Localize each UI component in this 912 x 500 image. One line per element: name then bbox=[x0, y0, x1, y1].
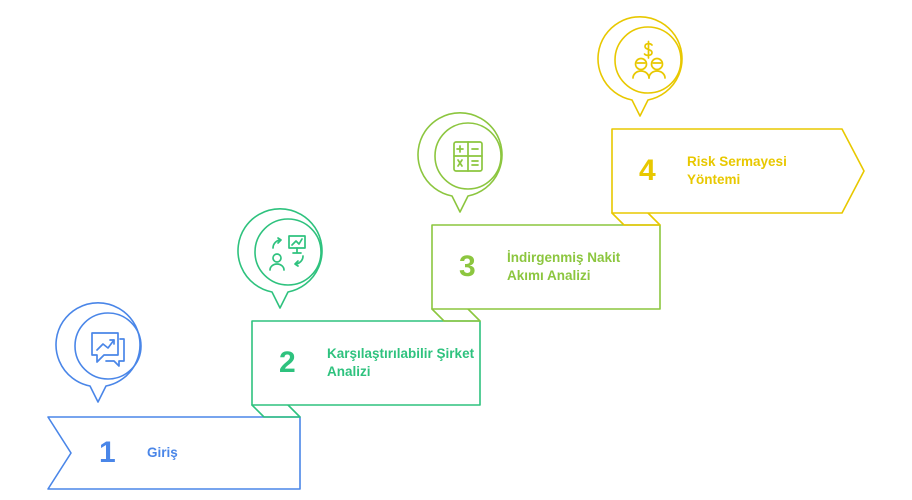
step-3-number: 3 bbox=[459, 250, 476, 283]
step-2-pin bbox=[237, 207, 323, 309]
step-4-label: Risk Sermayesi Yöntemi bbox=[687, 154, 787, 187]
step-3-box bbox=[431, 224, 661, 310]
step-4-fold bbox=[611, 212, 661, 226]
step-2-pin-ring bbox=[254, 218, 322, 286]
step-1-label: Giriş bbox=[147, 445, 178, 460]
step-4-pin bbox=[597, 15, 683, 117]
step-2-number: 2 bbox=[279, 346, 296, 379]
chat-chart-icon bbox=[91, 332, 125, 367]
step-1-pin bbox=[55, 301, 141, 403]
step-2-label: Karşılaştırılabilir Şirket Analizi bbox=[327, 346, 475, 379]
step-4 bbox=[597, 15, 865, 226]
calculator-icon bbox=[453, 141, 483, 172]
investors-dollar-icon bbox=[632, 40, 666, 79]
step-1-pin-ring bbox=[74, 312, 142, 380]
step-1-number: 1 bbox=[99, 436, 116, 469]
step-4-number: 4 bbox=[639, 154, 656, 187]
step-4-pin-ring bbox=[614, 26, 682, 94]
step-3-fold bbox=[431, 308, 481, 322]
step-3 bbox=[417, 111, 661, 322]
step-3-label: İndirgenmiş Nakit Akımı Analizi bbox=[507, 250, 621, 283]
step-2-box bbox=[251, 320, 481, 406]
step-4-arrow-box bbox=[611, 128, 865, 214]
step-1-ribbon bbox=[47, 416, 301, 490]
step-2-fold bbox=[251, 404, 301, 418]
people-exchange-chart-icon bbox=[269, 235, 306, 271]
step-1 bbox=[47, 301, 301, 490]
step-3-pin-ring bbox=[434, 122, 502, 190]
step-2 bbox=[237, 207, 481, 418]
